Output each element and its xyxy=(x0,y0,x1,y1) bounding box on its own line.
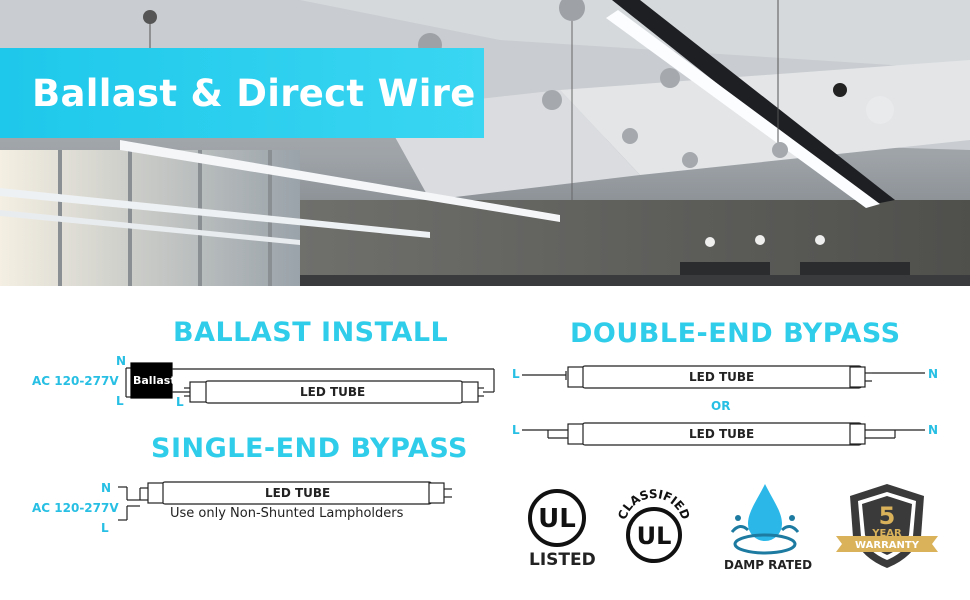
warranty-badge: 5 YEAR WARRANTY xyxy=(836,482,938,572)
svg-text:UL: UL xyxy=(538,504,576,534)
ul-classified-badge: CLASSIFIED UL xyxy=(615,487,693,567)
banner-title: Ballast & Direct Wire xyxy=(32,71,476,115)
ballast-tube-label: LED TUBE xyxy=(300,385,366,399)
water-drop-icon xyxy=(730,484,800,555)
double-end-l2-label: L xyxy=(512,423,520,437)
svg-text:5: 5 xyxy=(879,502,896,530)
double-end-tube1-label: LED TUBE xyxy=(689,370,755,384)
damp-rated-caption: DAMP RATED xyxy=(724,558,813,572)
single-end-tube-label: LED TUBE xyxy=(265,486,331,500)
title-banner: Ballast & Direct Wire xyxy=(0,48,484,138)
ballast-install-heading: BALLAST INSTALL xyxy=(173,317,449,348)
svg-text:UL: UL xyxy=(637,522,672,550)
single-end-n-label: N xyxy=(101,481,112,495)
ul-listed-icon: UL xyxy=(528,489,586,547)
ballast-tube-l-label: L xyxy=(176,395,184,409)
single-end-bypass-heading: SINGLE-END BYPASS xyxy=(151,433,468,464)
ul-listed-badge: UL LISTED xyxy=(527,488,596,573)
double-end-l1-label: L xyxy=(512,367,520,381)
ballast-n-label: N xyxy=(116,354,127,368)
ballast-box xyxy=(130,362,173,399)
wiring-diagrams xyxy=(118,362,925,521)
svg-text:WARRANTY: WARRANTY xyxy=(855,540,920,551)
double-end-n1-label: N xyxy=(928,367,939,381)
hero-photo xyxy=(0,0,970,286)
warranty-shield-icon: 5 YEAR WARRANTY xyxy=(836,484,938,568)
double-end-n2-label: N xyxy=(928,423,939,437)
svg-text:YEAR: YEAR xyxy=(871,528,902,539)
single-end-l-label: L xyxy=(101,521,109,535)
ballast-ac-label: AC 120-277V xyxy=(32,374,119,388)
ul-classified-icon: CLASSIFIED UL xyxy=(615,487,693,563)
double-end-tube2-label: LED TUBE xyxy=(689,427,755,441)
ballast-l-label: L xyxy=(116,394,124,408)
single-end-ac-label: AC 120-277V xyxy=(32,501,119,515)
double-end-or-label: OR xyxy=(711,399,731,413)
ul-listed-caption: LISTED xyxy=(529,550,596,570)
double-end-bypass-heading: DOUBLE-END BYPASS xyxy=(570,318,901,349)
single-end-note: Use only Non-Shunted Lampholders xyxy=(170,506,404,521)
office-ceiling-illustration xyxy=(0,0,970,286)
ballast-label: Ballast xyxy=(133,374,176,387)
damp-rated-badge: DAMP RATED xyxy=(720,482,813,577)
